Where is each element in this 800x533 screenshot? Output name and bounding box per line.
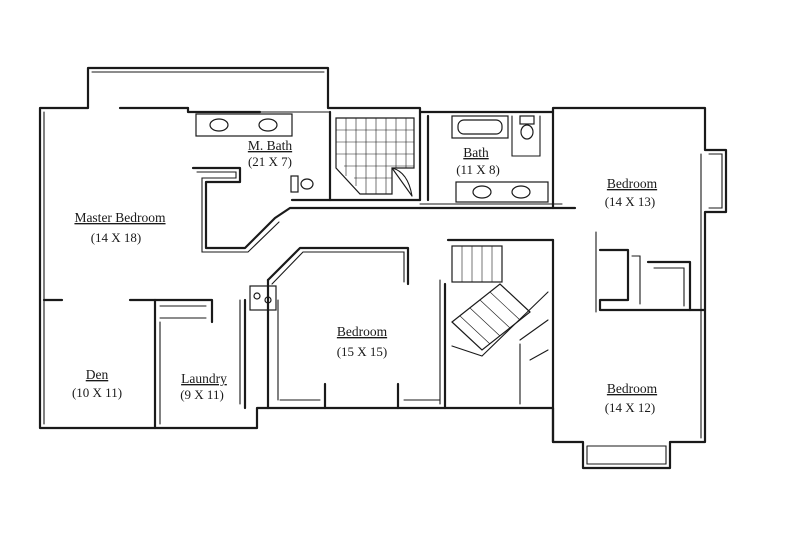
room-name: Laundry (181, 371, 227, 386)
sink-icon (472, 185, 492, 199)
room-dimensions: (11 X 8) (456, 162, 500, 177)
room-name: Bedroom (607, 176, 658, 191)
staircase (451, 245, 549, 405)
toilet-icon (519, 115, 535, 125)
room-name: Bedroom (607, 381, 658, 396)
room-m-bath: M. Bath (21 X 7) (248, 138, 293, 169)
room-master-bedroom: Master Bedroom (14 X 18) (74, 210, 166, 245)
room-laundry: Laundry (9 X 11) (180, 371, 227, 402)
sink-icon (258, 118, 278, 132)
fixtures (195, 113, 549, 311)
room-dimensions: (21 X 7) (248, 154, 292, 169)
room-bath: Bath (11 X 8) (456, 145, 500, 177)
room-name: Master Bedroom (74, 210, 166, 225)
room-bedroom-se: Bedroom (14 X 12) (605, 381, 658, 415)
room-dimensions: (14 X 18) (91, 230, 142, 245)
room-name: Bath (463, 145, 489, 160)
room-bedroom-center: Bedroom (15 X 15) (337, 324, 388, 359)
room-den: Den (10 X 11) (72, 367, 122, 400)
interior-walls (42, 106, 707, 444)
washer-icon (249, 285, 277, 311)
toilet-icon (290, 175, 299, 193)
room-name: Den (86, 367, 109, 382)
sink-icon (209, 118, 229, 132)
room-dimensions: (14 X 12) (605, 400, 656, 415)
sink-icon (511, 185, 531, 199)
room-name: M. Bath (248, 138, 293, 153)
room-dimensions: (10 X 11) (72, 385, 122, 400)
room-dimensions: (15 X 15) (337, 344, 388, 359)
room-name: Bedroom (337, 324, 388, 339)
bathtub-icon (451, 115, 509, 139)
door-swing-icon (391, 167, 413, 197)
room-dimensions: (9 X 11) (180, 387, 224, 402)
room-dimensions: (14 X 13) (605, 194, 656, 209)
shower-tile-grid (336, 118, 414, 194)
room-bedroom-ne: Bedroom (14 X 13) (605, 176, 658, 209)
